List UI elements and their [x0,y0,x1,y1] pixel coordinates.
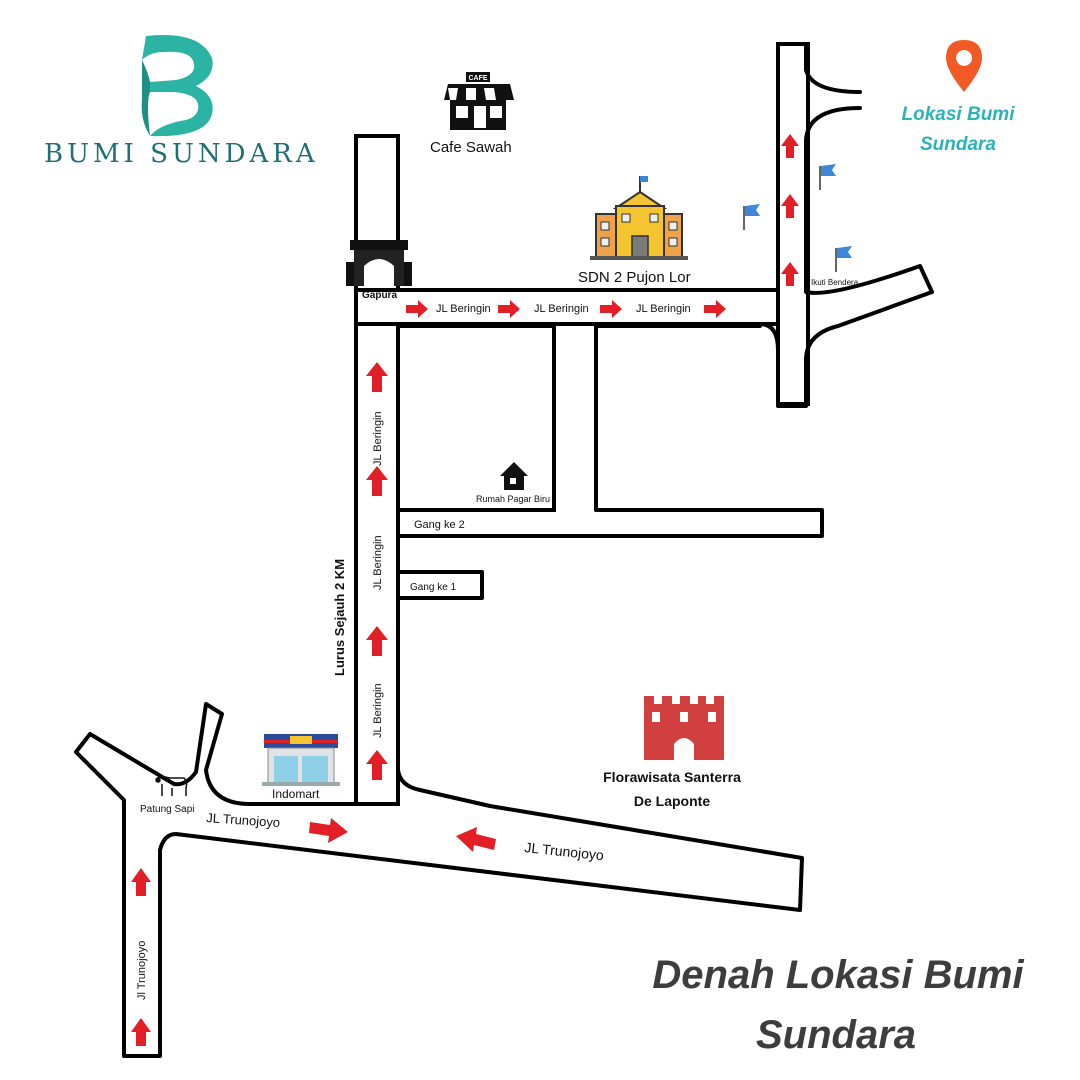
road-network [74,42,934,1058]
brand-name: BUMI SUNDARA [44,139,319,169]
cow-icon [155,775,188,796]
arrow-right-icon [600,300,622,318]
logo-mark-icon [142,34,213,137]
arrow-right-icon [309,818,348,843]
arrow-up-icon [366,750,388,780]
street-label-beringin-h2: JL Beringin [534,303,589,315]
straight-distance-note: Lurus Sejauh 2 KM [332,559,347,676]
cow-label: Patung Sapi [140,804,195,815]
title-line1: Denah Lokasi Bumi [652,953,1024,997]
rumah-pagar-biru: Rumah Pagar Biru [476,462,550,504]
arrow-up-icon [366,362,388,392]
arrow-left-icon [456,827,496,852]
arrow-up-icon [131,868,151,896]
house-icon [500,462,528,490]
street-label-beringin-v1: JL Beringin [372,411,384,466]
cafe-sawah: CAFE Cafe Sawah [430,72,514,156]
street-label-trunojoyo-v: Jl Trunojoyo [136,941,148,1000]
gapura: Gapura [346,240,412,301]
castle-label-line1: Florawisata Santerra [603,769,741,785]
indomart: Indomart [262,734,340,801]
title-line2: Sundara [756,1013,916,1057]
arrow-up-icon [366,626,388,656]
road-right-vertical [776,42,810,406]
school-label: SDN 2 Pujon Lor [578,269,691,286]
direction-arrows [131,134,799,1046]
flag-icon [835,246,852,272]
flag-markers: Ikuti Bendera [743,164,859,287]
street-label-beringin-h1: JL Beringin [436,303,491,315]
street-label-beringin-v3: JL Beringin [372,683,384,738]
school-building-icon [590,176,688,260]
location-pin-icon [946,40,982,92]
cafe-label: Cafe Sawah [430,139,512,156]
street-label-trunojoyo-right: JL Trunojoyo [524,839,605,863]
castle-icon [644,696,724,760]
school-sdn2: SDN 2 Pujon Lor [578,176,691,286]
arrow-right-icon [406,300,428,318]
arrow-right-icon [498,300,520,318]
arrow-up-icon [366,466,388,496]
arrow-up-icon [131,1018,151,1046]
destination-label-line2: Sundara [920,134,996,155]
arrow-up-icon [781,262,799,286]
destination-label-line1: Lokasi Bumi [902,104,1016,125]
flags-label: Ikuti Bendera [811,278,859,287]
street-label-trunojoyo-left: JL Trunojoyo [206,810,281,830]
store-icon [262,734,340,786]
destination-marker: Lokasi Bumi Sundara [902,40,1016,155]
cafe-sign-text: CAFE [468,75,487,82]
arrow-right-icon [704,300,726,318]
map-title: Denah Lokasi Bumi Sundara [652,953,1024,1057]
flag-icon [819,164,836,190]
flag-icon [743,204,760,230]
cafe-icon: CAFE [444,72,514,130]
castle-label-line2: De Laponte [634,793,710,809]
block-house [396,324,556,512]
florawisata-santerra: Florawisata Santerra De Laponte [603,696,741,809]
street-label-gang2: Gang ke 2 [414,519,465,531]
arrow-up-icon [781,194,799,218]
street-label-beringin-v2: JL Beringin [372,535,384,590]
street-label-beringin-h3: JL Beringin [636,303,691,315]
street-label-gang1: Gang ke 1 [410,582,457,593]
arrow-up-icon [781,134,799,158]
gate-icon [346,240,412,286]
patung-sapi: Patung Sapi [140,775,195,815]
brand-logo: BUMI SUNDARA [44,34,319,169]
logo-mark-shade [141,60,150,136]
gate-label: Gapura [362,290,397,301]
indomart-label: Indomart [272,787,320,801]
house-label: Rumah Pagar Biru [476,494,550,504]
